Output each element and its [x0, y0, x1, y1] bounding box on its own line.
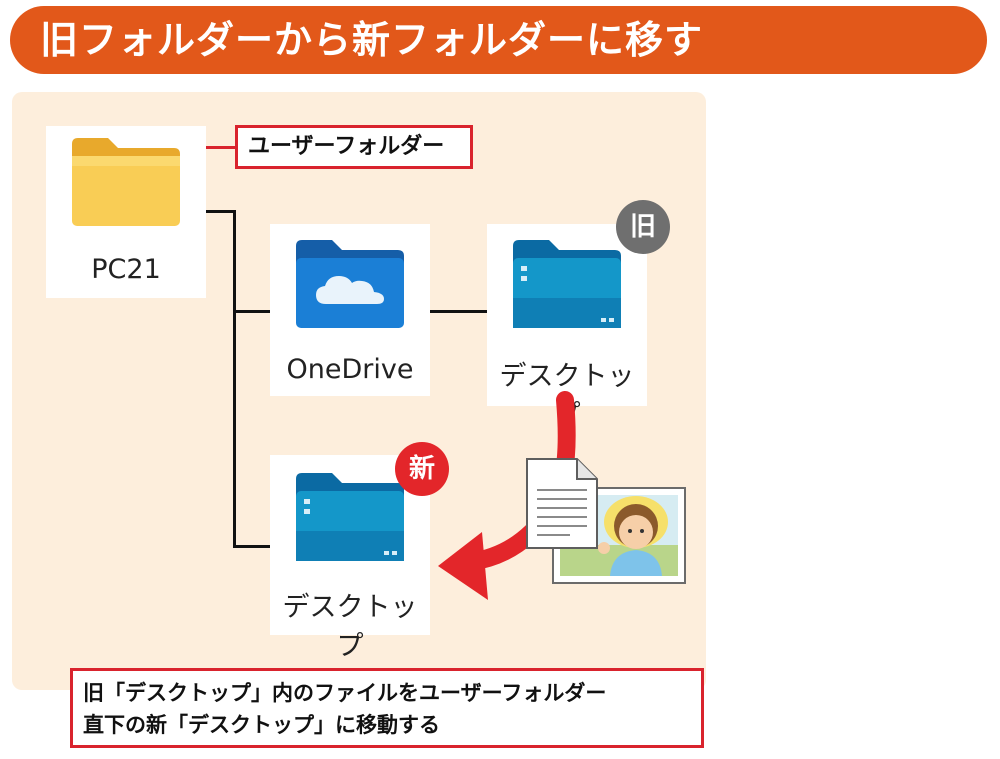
onedrive-folder-icon [296, 240, 404, 328]
tree-line-onedrive-desktop [430, 310, 487, 313]
yellow-folder-icon [72, 138, 180, 226]
node-onedrive: OneDrive [270, 224, 430, 396]
badge-old: 旧 [616, 200, 670, 254]
desktop-folder-icon [296, 473, 404, 561]
badge-new: 新 [395, 442, 449, 496]
node-new-desktop: デスクトップ [270, 455, 430, 662]
tree-line-to-onedrive [233, 310, 270, 313]
tree-line-to-new-desktop [233, 545, 270, 548]
tree-line-vertical [233, 210, 236, 548]
callout-move-note: 旧「デスクトップ」内のファイルをユーザーフォルダー 直下の新「デスクトップ」に移… [70, 668, 704, 748]
tree-line-pc21-stub [205, 210, 235, 213]
callout-move-note-line1: 旧「デスクトップ」内のファイルをユーザーフォルダー [83, 681, 607, 705]
callout-user-folder: ユーザーフォルダー [235, 125, 473, 169]
node-pc21-label: PC21 [91, 254, 161, 285]
callout-connector [190, 146, 235, 149]
page-title: 旧フォルダーから新フォルダーに移す [10, 6, 987, 74]
node-pc21: PC21 [46, 126, 206, 298]
node-old-desktop: デスクトップ [487, 224, 647, 431]
node-onedrive-label: OneDrive [286, 354, 414, 385]
node-new-desktop-label: デスクトップ [282, 592, 418, 662]
desktop-folder-icon [513, 240, 621, 328]
callout-move-note-line2: 直下の新「デスクトップ」に移動する [83, 713, 440, 737]
